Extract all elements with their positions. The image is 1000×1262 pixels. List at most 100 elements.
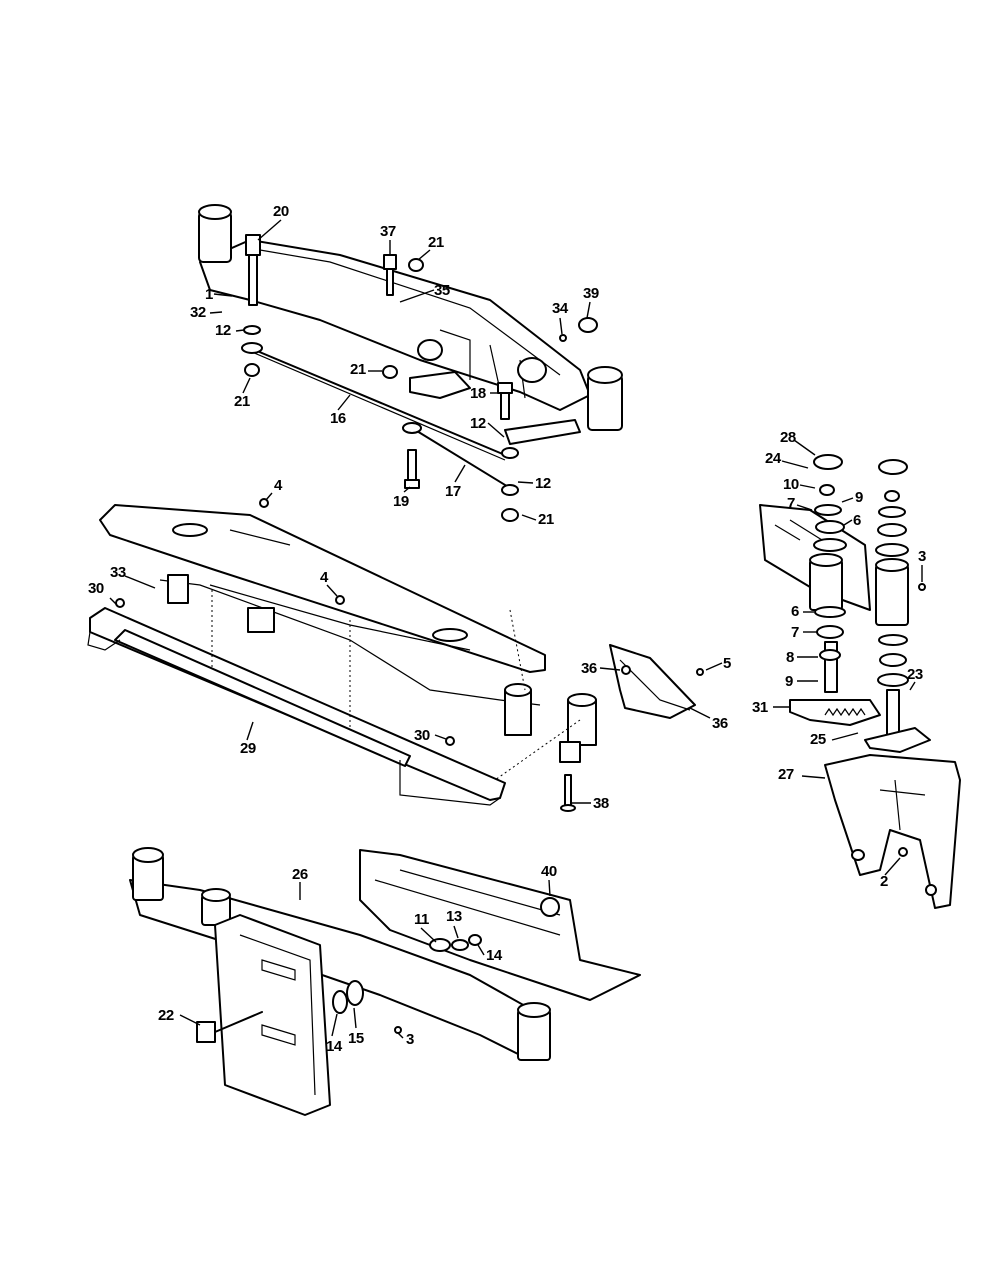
leader-line — [517, 481, 534, 484]
leader-line — [124, 575, 156, 589]
callout-21: 21 — [234, 393, 250, 410]
cover-and-bumper-assembly — [87, 498, 704, 812]
callout-20: 20 — [273, 203, 289, 220]
leader-line — [586, 301, 591, 319]
leader-line — [235, 329, 245, 332]
leader-line — [453, 925, 459, 939]
leader-line — [265, 492, 273, 501]
callout-10: 10 — [783, 476, 799, 493]
callout-2: 2 — [880, 873, 888, 890]
leader-line — [477, 944, 485, 956]
callout-3: 3 — [918, 548, 926, 565]
callout-23: 23 — [907, 666, 923, 683]
callout-21: 21 — [428, 234, 444, 251]
callout-22: 22 — [158, 1007, 174, 1024]
leader-line — [454, 464, 466, 483]
callout-4: 4 — [320, 569, 329, 586]
callout-13: 13 — [446, 908, 462, 925]
callout-leaders — [109, 219, 923, 1039]
callout-35: 35 — [434, 282, 450, 299]
leader-line — [487, 422, 505, 438]
leader-line — [796, 504, 813, 511]
spindle-stack-assembly — [759, 454, 961, 909]
callout-21: 21 — [538, 511, 554, 528]
leader-line — [689, 707, 711, 719]
callout-4: 4 — [274, 477, 283, 494]
leader-line — [559, 317, 563, 335]
callout-16: 16 — [330, 410, 346, 427]
axle-assembly-top — [198, 204, 623, 522]
leader-line — [781, 460, 809, 469]
mounting-plate-assembly — [129, 847, 641, 1116]
callout-14: 14 — [326, 1038, 343, 1055]
callout-14: 14 — [486, 947, 503, 964]
callout-12: 12 — [470, 415, 486, 432]
callout-26: 26 — [292, 866, 308, 883]
callout-18: 18 — [470, 385, 486, 402]
leader-line — [257, 219, 282, 241]
callout-32: 32 — [190, 304, 206, 321]
callout-36: 36 — [581, 660, 597, 677]
leader-line — [242, 377, 251, 394]
leader-line — [209, 311, 223, 314]
callout-29: 29 — [240, 740, 256, 757]
callout-12: 12 — [535, 475, 551, 492]
leader-line — [397, 1032, 404, 1039]
callout-15: 15 — [348, 1030, 364, 1047]
leader-line — [417, 249, 431, 261]
callout-38: 38 — [593, 795, 609, 812]
cap-28-shape — [813, 454, 843, 470]
callout-7: 7 — [791, 624, 799, 641]
plate-26-shape — [214, 914, 331, 1116]
callout-12: 12 — [215, 322, 231, 339]
leader-line — [548, 879, 551, 897]
callout-9: 9 — [785, 673, 793, 690]
callout-8: 8 — [786, 649, 794, 666]
leader-line — [799, 484, 816, 489]
callout-9: 9 — [855, 489, 863, 506]
leader-line — [337, 394, 351, 411]
leader-line — [331, 1013, 338, 1037]
callout-37: 37 — [380, 223, 396, 240]
callout-34: 34 — [552, 300, 569, 317]
leader-line — [434, 734, 447, 740]
leader-line — [841, 497, 854, 503]
callout-28: 28 — [780, 429, 796, 446]
bolt-20-shape — [245, 234, 261, 256]
callout-21: 21 — [350, 361, 366, 378]
callout-36: 36 — [712, 715, 728, 732]
leader-line — [793, 439, 816, 456]
leader-line — [521, 514, 537, 521]
callout-24: 24 — [765, 450, 782, 467]
leader-line — [179, 1014, 201, 1026]
leader-line — [109, 597, 117, 605]
callout-33: 33 — [110, 564, 126, 581]
bracket-36-shape — [609, 644, 696, 719]
pivot-boss-top — [417, 339, 443, 361]
leader-line — [420, 927, 437, 943]
callout-11: 11 — [414, 911, 429, 928]
leader-line — [884, 857, 901, 876]
callout-30: 30 — [88, 580, 104, 597]
callout-7: 7 — [787, 495, 795, 512]
callout-27: 27 — [778, 766, 794, 783]
callout-31: 31 — [752, 699, 768, 716]
leader-line — [213, 293, 233, 297]
leader-line — [403, 486, 411, 493]
callout-1: 1 — [205, 286, 213, 303]
callout-labels: 20 37 21 1 32 35 34 39 12 21 21 18 16 12… — [88, 203, 927, 1055]
leader-line — [353, 1007, 357, 1029]
leader-line — [909, 681, 916, 691]
callout-6: 6 — [853, 512, 861, 529]
callout-3: 3 — [406, 1031, 414, 1048]
callout-6: 6 — [791, 603, 799, 620]
callout-5: 5 — [723, 655, 731, 672]
leader-line — [399, 289, 435, 303]
callout-30: 30 — [414, 727, 430, 744]
callout-19: 19 — [393, 493, 409, 510]
leader-line — [843, 519, 853, 526]
caster-fork-27-shape — [824, 754, 961, 909]
callout-25: 25 — [810, 731, 826, 748]
